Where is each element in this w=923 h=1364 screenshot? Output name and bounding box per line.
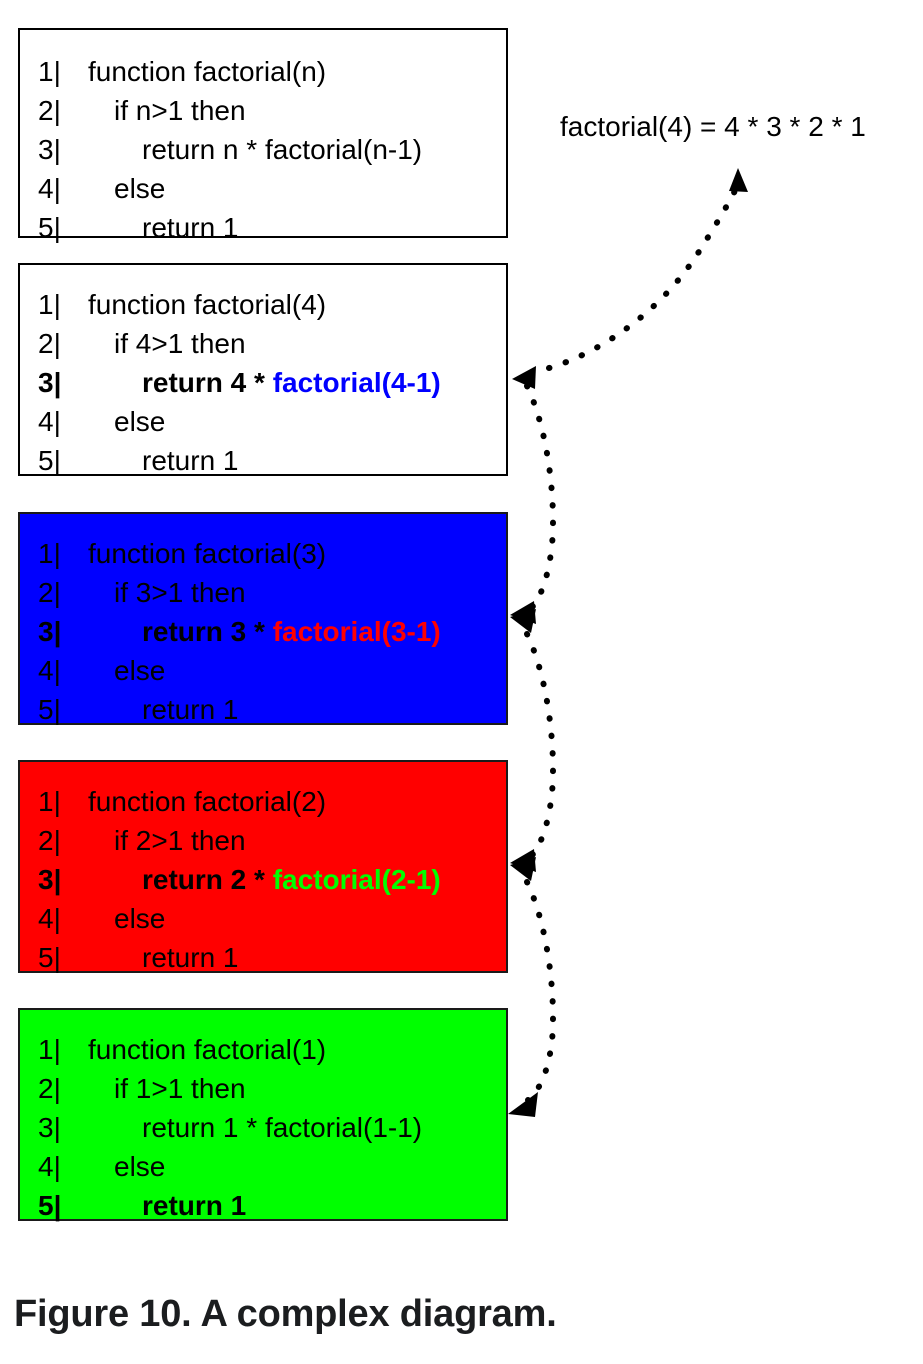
recursive-call-link: factorial(3-1): [272, 616, 441, 647]
arrowhead-into-box-factorial-3-lower: [510, 609, 536, 633]
line-number: 2|: [38, 577, 61, 608]
code-line: 2| if 3>1 then: [20, 573, 506, 612]
line-text: if n>1 then: [114, 95, 246, 126]
line-text: function factorial(3): [88, 538, 327, 569]
line-number: 4|: [38, 655, 61, 686]
code-line: 5| return 1: [20, 441, 506, 480]
line-text-prefix: return 3 *: [142, 616, 273, 647]
line-number: 2|: [38, 1073, 61, 1104]
line-number: 1|: [38, 1034, 61, 1065]
line-text-prefix: return 4 *: [142, 367, 273, 398]
line-text: return 1: [142, 942, 239, 973]
figure-caption: Figure 10. A complex diagram.: [14, 1293, 557, 1335]
code-line: 3| return 4 * factorial(4-1): [20, 363, 506, 402]
arrow-path-box4-to-box3: [524, 383, 556, 615]
line-text: return n * factorial(n-1): [142, 134, 423, 165]
arrowhead-to-annotation: [729, 168, 748, 192]
line-number: 5|: [38, 942, 61, 973]
code-box-call-factorial-2: 1| function factorial(2) 2| if 2>1 then …: [18, 760, 508, 973]
line-number: 2|: [38, 95, 61, 126]
code-box-call-factorial-1: 1| function factorial(1) 2| if 1>1 then …: [18, 1008, 508, 1221]
line-text: function factorial(2): [88, 786, 327, 817]
line-text: function factorial(4): [88, 289, 327, 320]
code-line: 4| else: [20, 402, 506, 441]
line-number: 4|: [38, 1151, 61, 1182]
line-text: return 4 * factorial(4-1): [142, 363, 441, 402]
line-text: else: [114, 903, 166, 934]
arrow-path-box3-to-box2: [524, 631, 556, 863]
code-line: 1| function factorial(n): [20, 52, 506, 91]
code-line: 5| return 1: [20, 1186, 506, 1225]
line-number: 3|: [38, 367, 62, 398]
line-text: return 1: [142, 694, 239, 725]
arrowhead-into-box-factorial-3-upper: [510, 601, 536, 624]
line-number: 5|: [38, 1190, 62, 1221]
code-line: 1| function factorial(4): [20, 285, 506, 324]
line-text: return 2 * factorial(2-1): [142, 860, 441, 899]
line-number: 4|: [38, 903, 61, 934]
code-line: 2| if 1>1 then: [20, 1069, 506, 1108]
code-line: 5| return 1: [20, 208, 506, 247]
arrowhead-into-box-factorial-2-upper: [510, 849, 536, 872]
code-line: 3| return n * factorial(n-1): [20, 130, 506, 169]
line-text: return 1: [142, 212, 239, 243]
line-text: else: [114, 173, 166, 204]
code-line: 2| if 2>1 then: [20, 821, 506, 860]
line-text: return 1 * factorial(1-1): [142, 1112, 423, 1143]
code-line: 4| else: [20, 651, 506, 690]
recursive-call-link: factorial(2-1): [272, 864, 441, 895]
code-line: 4| else: [20, 1147, 506, 1186]
result-annotation: factorial(4) = 4 * 3 * 2 * 1: [560, 111, 866, 142]
line-text: else: [114, 406, 166, 437]
line-text: if 2>1 then: [114, 825, 246, 856]
code-line: 1| function factorial(3): [20, 534, 506, 573]
line-number: 4|: [38, 406, 61, 437]
code-line: 5| return 1: [20, 938, 506, 977]
line-text-prefix: return 2 *: [142, 864, 273, 895]
line-text: function factorial(n): [88, 56, 327, 87]
line-text: if 4>1 then: [114, 328, 246, 359]
line-number: 1|: [38, 538, 61, 569]
arrowhead-into-box-factorial-4: [512, 366, 536, 389]
line-number: 1|: [38, 289, 61, 320]
code-line: 1| function factorial(2): [20, 782, 506, 821]
code-line: 3| return 2 * factorial(2-1): [20, 860, 506, 899]
code-line: 4| else: [20, 899, 506, 938]
line-text: function factorial(1): [88, 1034, 327, 1065]
code-line: 5| return 1: [20, 690, 506, 729]
arrowhead-into-box-factorial-2-lower: [510, 857, 536, 881]
line-number: 3|: [38, 864, 62, 895]
line-text: if 3>1 then: [114, 577, 246, 608]
line-number: 5|: [38, 445, 61, 476]
line-number: 4|: [38, 173, 61, 204]
code-line: 2| if n>1 then: [20, 91, 506, 130]
line-number: 5|: [38, 212, 61, 243]
line-number: 3|: [38, 134, 61, 165]
code-line: 1| function factorial(1): [20, 1030, 506, 1069]
line-text: else: [114, 1151, 166, 1182]
code-line: 4| else: [20, 169, 506, 208]
line-number: 2|: [38, 328, 61, 359]
arrow-path-to-annotation: [529, 179, 742, 375]
line-text: return 1: [142, 1190, 247, 1221]
line-number: 3|: [38, 616, 62, 647]
recursive-call-link: factorial(4-1): [272, 367, 441, 398]
code-box-generic-definition: 1| function factorial(n) 2| if n>1 then …: [18, 28, 508, 243]
code-line: 3| return 1 * factorial(1-1): [20, 1108, 506, 1147]
code-box-call-factorial-3: 1| function factorial(3) 2| if 3>1 then …: [18, 512, 508, 725]
line-text: return 1: [142, 445, 239, 476]
arrow-path-box2-to-box1: [524, 879, 556, 1103]
line-number: 1|: [38, 786, 61, 817]
line-number: 2|: [38, 825, 61, 856]
code-box-call-factorial-4: 1| function factorial(4) 2| if 4>1 then …: [18, 263, 508, 476]
line-number: 1|: [38, 56, 61, 87]
arrowhead-into-box-factorial-1: [508, 1092, 538, 1117]
code-line: 2| if 4>1 then: [20, 324, 506, 363]
line-number: 5|: [38, 694, 61, 725]
code-line: 3| return 3 * factorial(3-1): [20, 612, 506, 651]
line-text: else: [114, 655, 166, 686]
line-text: if 1>1 then: [114, 1073, 246, 1104]
line-text: return 3 * factorial(3-1): [142, 612, 441, 651]
line-number: 3|: [38, 1112, 61, 1143]
